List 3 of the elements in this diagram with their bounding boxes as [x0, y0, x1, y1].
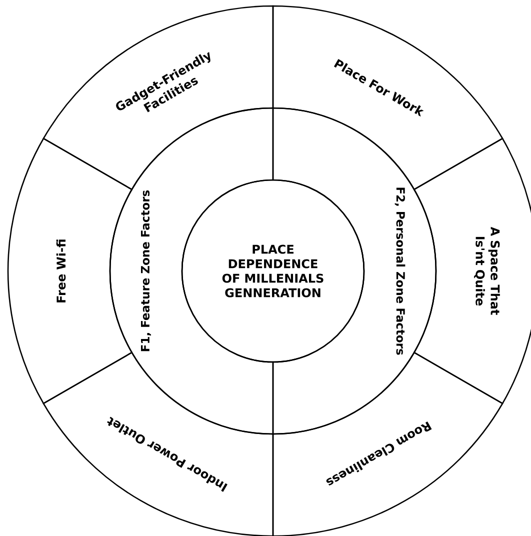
node-label: PLACE DEPENDENCE OF MILLENIALS GENNERATION	[222, 244, 324, 298]
ring-segment: Free Wi-fi	[7, 138, 132, 404]
ring-segment: A Space That Is'nt Quite	[414, 138, 531, 404]
